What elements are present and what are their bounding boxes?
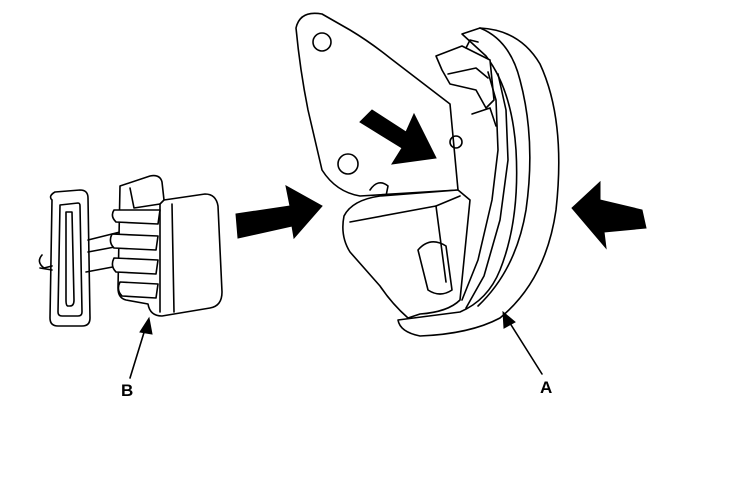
- clip-block: [109, 174, 223, 317]
- press-arrow-left: [571, 180, 647, 250]
- part-a-tensioner: [295, 12, 560, 337]
- wire-loop: [38, 189, 121, 327]
- leader-arrow-a: [502, 310, 543, 375]
- mount-hole-top: [312, 32, 332, 52]
- press-arrow-diagonal: [359, 109, 437, 165]
- pivot-hole: [449, 135, 463, 149]
- part-b-clip: [38, 174, 223, 327]
- label-part-b: B: [121, 381, 134, 400]
- leader-arrow-b: [129, 316, 153, 379]
- insert-arrow-right: [235, 185, 323, 240]
- label-part-a: A: [540, 378, 553, 397]
- mount-hole-bottom: [337, 153, 359, 175]
